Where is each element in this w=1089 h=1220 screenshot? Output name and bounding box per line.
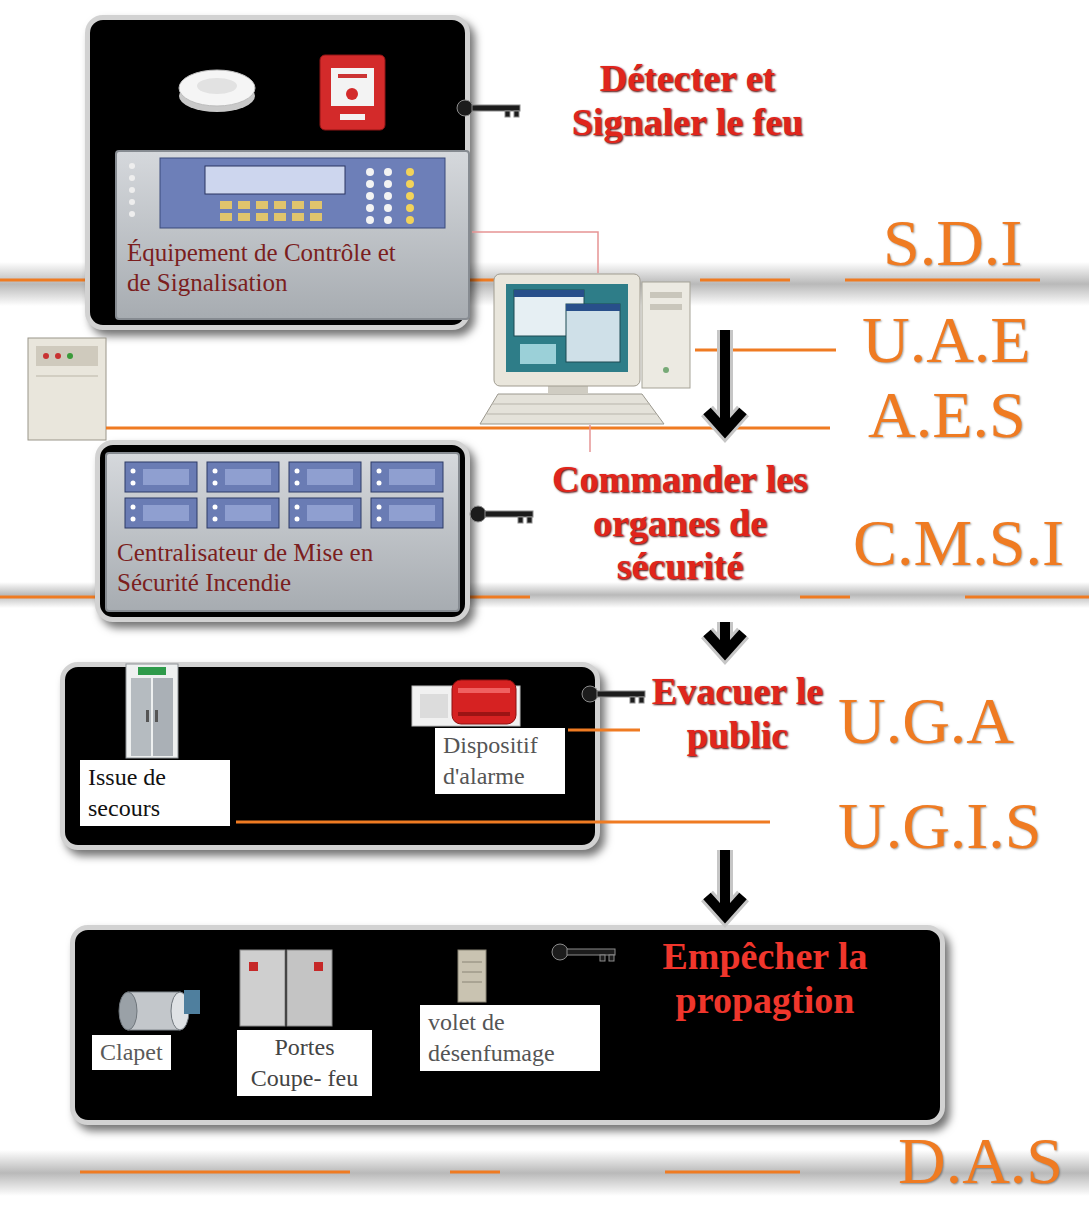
computer xyxy=(506,284,628,372)
equipment-label: Portes Coupe- feu xyxy=(237,1030,372,1096)
key-icon xyxy=(505,111,510,117)
signal-wire xyxy=(472,232,598,273)
flow-arrow xyxy=(707,622,743,653)
key-icon xyxy=(518,517,523,523)
leader-line xyxy=(695,349,836,352)
equipment-name: Dispositif d'alarme xyxy=(443,730,557,792)
arrow-halo xyxy=(717,622,733,653)
flow-arrow xyxy=(707,330,743,431)
computer xyxy=(650,292,682,298)
level-line xyxy=(470,596,530,599)
control-unit: Équipement de Contrôle et de Signalisati… xyxy=(115,150,470,320)
computer xyxy=(650,304,682,310)
arrowhead xyxy=(707,896,743,916)
equipment-label: Issue de secours xyxy=(80,760,230,826)
signal-wire xyxy=(589,425,591,452)
arrow-line xyxy=(720,330,730,431)
equipment-name: Clapet xyxy=(100,1037,163,1068)
level-line xyxy=(845,279,1040,282)
stage-panel: Commander les organes de sécuritéCentral… xyxy=(95,440,830,622)
level-line xyxy=(0,280,1089,1172)
stage-heading: Empêcher la propagtion xyxy=(615,935,915,1022)
equipment-label: Clapet xyxy=(92,1035,171,1070)
level-line xyxy=(80,1171,350,1174)
device-label: Centralisateur de Mise en Sécurité Incen… xyxy=(117,538,387,598)
arrowhead xyxy=(707,633,743,653)
arrow-halo xyxy=(717,330,733,431)
key-icon xyxy=(472,105,520,111)
key-icon xyxy=(630,697,635,703)
computer xyxy=(492,404,650,405)
arrow-line xyxy=(720,622,730,653)
level-line xyxy=(470,279,505,282)
key-icon xyxy=(597,691,645,697)
equipment-name: Portes Coupe- feu xyxy=(245,1032,364,1094)
power-supply xyxy=(43,353,49,359)
arrowhead-halo xyxy=(707,896,743,916)
computer xyxy=(480,274,690,424)
key-icon xyxy=(470,506,486,522)
arrowhead-halo xyxy=(707,633,743,653)
equipment-name: Issue de secours xyxy=(88,762,222,824)
level-line xyxy=(965,596,1089,599)
power-supply xyxy=(36,376,98,377)
stage-panel: Empêcher la propagtionClapet Portes Coupe… xyxy=(70,925,945,1125)
flow-arrow xyxy=(707,850,743,916)
device-label: Équipement de Contrôle et de Signalisati… xyxy=(127,238,397,298)
equipment-label: volet de désenfumage xyxy=(420,1005,600,1071)
power-supply xyxy=(28,338,106,440)
power-supply xyxy=(28,338,106,440)
system-label: C.M.S.I xyxy=(853,510,1064,576)
computer xyxy=(487,414,656,415)
stage-heading: Détecter et Signaler le feu xyxy=(535,57,840,144)
key-icon xyxy=(527,517,532,523)
key-icon xyxy=(514,111,519,117)
equipment-label: Dispositif d'alarme xyxy=(435,728,565,794)
level-line xyxy=(450,1171,500,1174)
computer xyxy=(663,367,669,373)
computer xyxy=(520,344,556,364)
level-line xyxy=(665,1171,800,1174)
equipment-name: volet de désenfumage xyxy=(428,1007,592,1069)
system-label: D.A.S xyxy=(898,1128,1063,1194)
arrowhead xyxy=(707,411,743,431)
system-label: U.G.A xyxy=(838,688,1014,754)
key-icon xyxy=(470,506,533,523)
stage-panel: Evacuer le publicIssue de secours Disposi… xyxy=(60,662,835,850)
computer xyxy=(566,304,620,311)
stage-heading: Evacuer le public xyxy=(645,670,830,757)
stage-heading: Commander les organes de sécurité xyxy=(535,458,825,589)
computer xyxy=(642,282,690,388)
arrow-line xyxy=(720,850,730,916)
control-unit: Centralisateur de Mise en Sécurité Incen… xyxy=(105,452,460,612)
system-label: A.E.S xyxy=(868,382,1026,448)
signal-wire xyxy=(472,232,598,452)
computer xyxy=(514,290,584,297)
shade-band xyxy=(0,262,1089,1196)
level-line xyxy=(800,596,850,599)
power-supply xyxy=(67,353,73,359)
power-supply xyxy=(55,353,61,359)
computer xyxy=(514,290,584,336)
level-line xyxy=(700,279,790,282)
level-line xyxy=(0,279,90,282)
key-icon xyxy=(639,697,644,703)
system-label: U.G.I.S xyxy=(838,793,1042,859)
system-label: U.A.E xyxy=(862,307,1031,373)
arrowhead-halo xyxy=(707,411,743,431)
key-icon xyxy=(485,511,533,517)
power-supply xyxy=(36,346,98,366)
computer xyxy=(548,384,588,394)
computer xyxy=(566,304,620,362)
leader-line xyxy=(106,427,830,430)
stage-panel: Détecter et Signaler le feuÉquipement de… xyxy=(85,15,840,330)
system-label: S.D.I xyxy=(883,210,1022,276)
level-line xyxy=(0,596,95,599)
computer xyxy=(494,274,640,386)
computer xyxy=(480,394,664,424)
arrow-halo xyxy=(717,850,733,916)
